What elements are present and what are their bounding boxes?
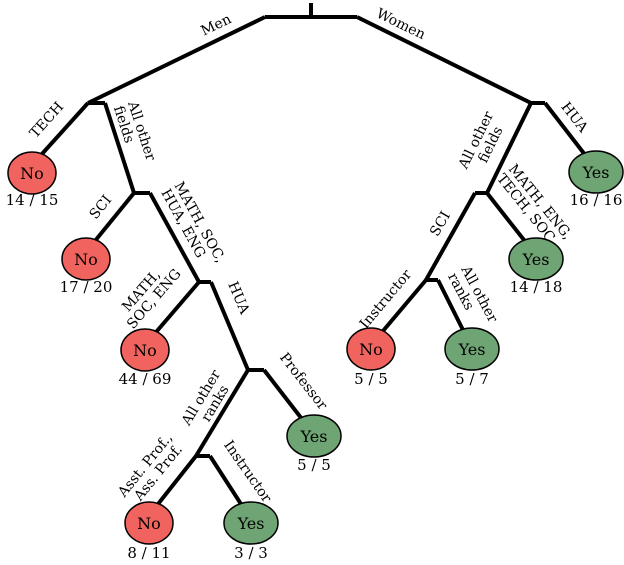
leaf-count: 3 / 3 xyxy=(234,544,268,562)
label-instructor-women: Instructor xyxy=(357,267,416,332)
leaf-ellipse xyxy=(286,414,342,458)
branch-hua-men xyxy=(209,281,250,371)
label-asst-ass-prof: Asst. Prof., Ass. Prof. xyxy=(114,427,190,511)
leaf-ellipse xyxy=(7,151,57,195)
leaf-label: Yes xyxy=(458,340,486,359)
label-instructor-men: Instructor xyxy=(220,438,274,506)
leaf-count: 5 / 5 xyxy=(297,456,331,474)
leaf-ellipse xyxy=(444,327,500,371)
leaf-label: No xyxy=(74,250,98,269)
leaf-label: Yes xyxy=(237,514,265,533)
leaf-ellipse xyxy=(120,328,170,372)
label-math-soc-eng: MATH, SOC, ENG xyxy=(113,256,185,332)
leaf-ellipse xyxy=(61,237,111,281)
leaf-men-math-soc-eng: No 44 / 69 xyxy=(119,328,172,388)
leaf-women-sci-other-ranks: Yes 5 / 7 xyxy=(444,327,500,388)
label-professor: Professor xyxy=(276,350,330,413)
leaf-men-tech: No 14 / 15 xyxy=(6,151,59,209)
leaf-count: 44 / 69 xyxy=(119,370,172,388)
leaf-women-math-eng-tech-soc: Yes 14 / 18 xyxy=(508,237,564,296)
branch-women xyxy=(356,15,532,105)
branch-all-other-fields-women xyxy=(485,102,533,194)
leaf-ellipse xyxy=(124,501,174,545)
branch-sci-women xyxy=(424,192,477,281)
label-all-other-ranks-women: All other ranks xyxy=(444,262,503,336)
leaf-label: Yes xyxy=(582,163,610,182)
leaf-label: No xyxy=(359,340,383,359)
label-hua-women: HUA xyxy=(557,99,591,136)
leaf-women-sci-instructor: No 5 / 5 xyxy=(346,327,396,388)
branch-math-soc-hua-eng xyxy=(148,192,201,283)
leaf-count: 8 / 11 xyxy=(127,544,170,562)
branch-men xyxy=(87,15,266,105)
leaf-label: Yes xyxy=(522,250,550,269)
label-sci-men: SCI xyxy=(87,192,116,222)
branch-all-other-ranks-men xyxy=(194,368,250,458)
leaf-label: No xyxy=(20,164,44,183)
leaf-men-hua-asst-ass-prof: No 8 / 11 xyxy=(124,501,174,562)
leaf-women-hua: Yes 16 / 16 xyxy=(568,150,624,209)
leaf-nodes: No 14 / 15 No 17 / 20 No 44 / 69 Yes 5 / 5 No 8 /… xyxy=(6,150,624,562)
leaf-count: 16 / 16 xyxy=(570,191,623,209)
leaf-label: No xyxy=(133,341,157,360)
leaf-ellipse xyxy=(223,501,279,545)
leaf-count: 14 / 18 xyxy=(510,278,563,296)
leaf-ellipse xyxy=(346,327,396,371)
leaf-count: 14 / 15 xyxy=(6,191,59,209)
leaf-men-hua-professor: Yes 5 / 5 xyxy=(286,414,342,474)
leaf-label: No xyxy=(137,514,161,533)
label-hua-men: HUA xyxy=(224,279,252,317)
leaf-count: 5 / 5 xyxy=(354,370,388,388)
leaf-men-hua-instructor: Yes 3 / 3 xyxy=(223,501,279,562)
leaf-ellipse xyxy=(568,150,624,194)
label-all-other-fields-women: All other fields xyxy=(455,105,512,179)
leaf-count: 5 / 7 xyxy=(455,370,489,388)
leaf-count: 17 / 20 xyxy=(60,278,113,296)
leaf-ellipse xyxy=(508,237,564,281)
leaf-men-sci: No 17 / 20 xyxy=(60,237,113,296)
leaf-label: Yes xyxy=(300,427,328,446)
branch-all-other-fields-men xyxy=(103,102,136,194)
